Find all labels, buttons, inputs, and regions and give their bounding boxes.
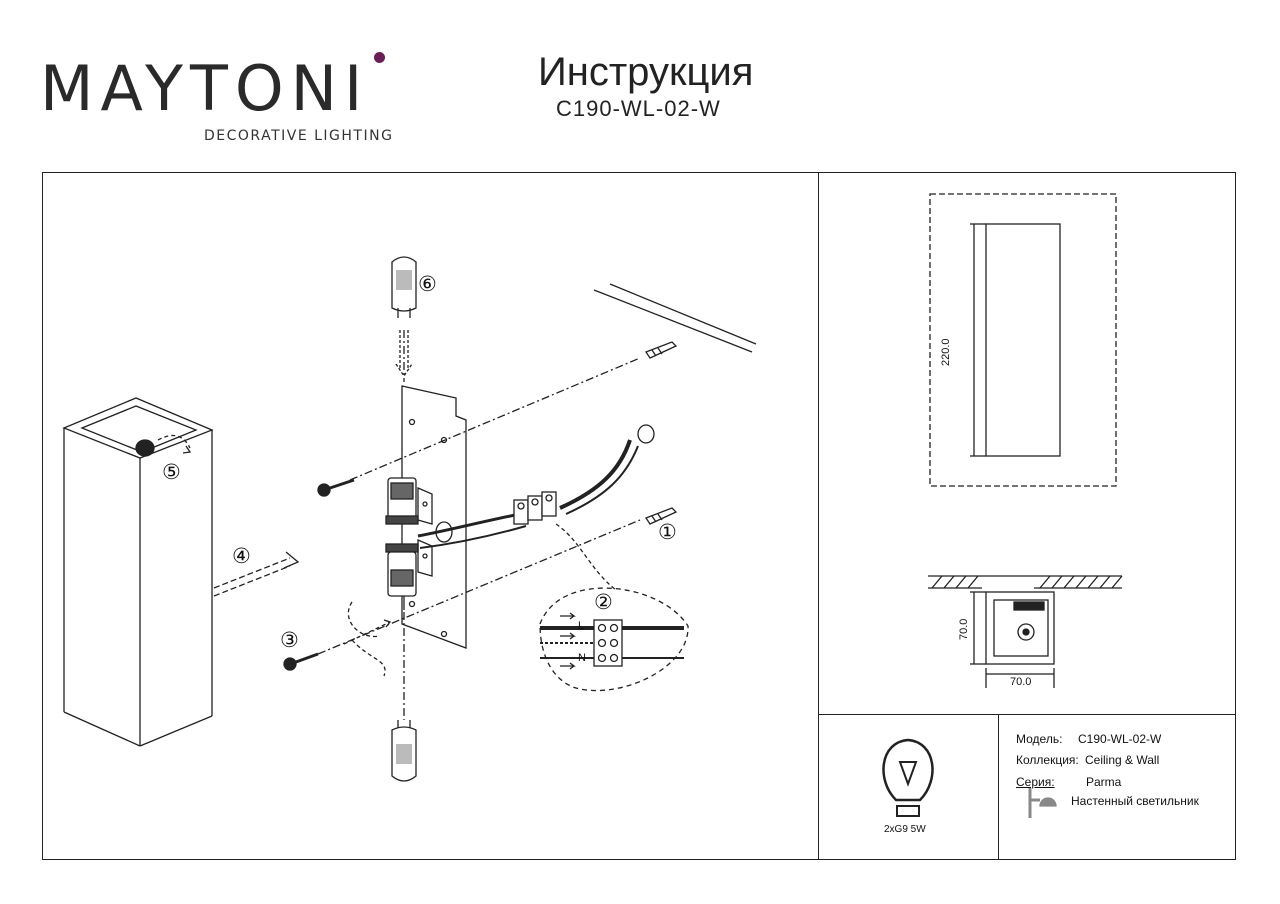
wall-lamp-icon xyxy=(1028,788,1057,818)
lamp-socket-upper xyxy=(385,477,419,525)
callout-3: ③ xyxy=(280,629,299,652)
dimension-height: 220.0 xyxy=(940,338,952,366)
callout-1: ① xyxy=(658,521,677,544)
screw-upper xyxy=(317,478,355,497)
insert-arrow xyxy=(213,551,300,597)
collection-label: Коллекция: xyxy=(1016,753,1079,767)
bulb-spec: 2xG9 5W xyxy=(884,824,926,835)
alignment-lines xyxy=(317,330,641,720)
page-title: Инструкция xyxy=(538,50,754,94)
series-label: Серия: xyxy=(1016,775,1055,789)
top-view xyxy=(928,575,1123,688)
brand-accent-dot xyxy=(374,52,385,63)
front-view xyxy=(929,193,1117,487)
wiring xyxy=(417,424,655,549)
set-screw xyxy=(135,434,192,457)
bulb-g9-upper xyxy=(391,256,417,378)
wall-dowel-upper xyxy=(645,341,678,359)
dimension-width: 70.0 xyxy=(1010,676,1032,688)
dimension-depth: 70.0 xyxy=(958,618,970,640)
model-code-heading: C190-WL-02-W xyxy=(556,96,721,121)
model-value: C190-WL-02-W xyxy=(1078,732,1162,746)
mounting-plate xyxy=(401,385,467,649)
brand-logo: MAYTONI xyxy=(40,58,369,120)
screw-lower xyxy=(283,652,319,671)
callout-4: ④ xyxy=(232,545,251,568)
lamp-socket-lower xyxy=(385,543,419,610)
terminal-detail xyxy=(540,612,684,670)
callout-6: ⑥ xyxy=(418,273,437,296)
lightbulb-icon xyxy=(882,738,934,817)
frame-divider-vertical xyxy=(818,172,819,860)
drawing-frame xyxy=(42,172,1236,860)
fixture-type: Настенный светильник xyxy=(1071,794,1199,808)
bulb-g9-lower xyxy=(391,720,417,782)
terminal-label-n: N xyxy=(578,652,586,664)
terminal-block xyxy=(513,491,557,525)
series-value: Parma xyxy=(1086,775,1122,789)
collection-value: Ceiling & Wall xyxy=(1085,753,1160,767)
callout-5: ⑤ xyxy=(162,461,181,484)
brand-name: MAYTONI xyxy=(40,52,370,125)
callout-2: ② xyxy=(594,591,613,614)
wall-dowel-lower xyxy=(645,507,678,525)
rotate-arrows xyxy=(343,601,392,677)
frame-divider-horizontal xyxy=(818,714,1236,715)
lamp-housing xyxy=(62,397,214,747)
terminal-label-l: L xyxy=(578,620,585,632)
spec-divider xyxy=(998,714,999,860)
model-label: Модель: xyxy=(1016,732,1063,746)
brand-tagline: DECORATIVE LIGHTING xyxy=(204,128,394,144)
